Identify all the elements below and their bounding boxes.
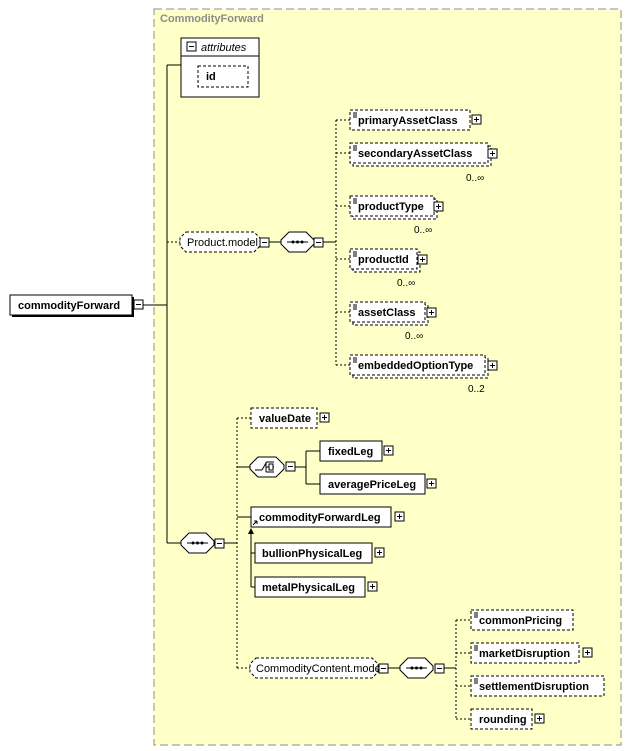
collapse-icon[interactable] [313, 237, 324, 248]
element-rounding[interactable]: rounding [470, 708, 545, 730]
element-product-type[interactable]: productType 0..∞ [349, 195, 444, 236]
element-label: secondaryAssetClass [358, 148, 472, 160]
element-metal-physical-leg[interactable]: metalPhysicalLeg [254, 576, 378, 598]
element-bullion-physical-leg[interactable]: bullionPhysicalLeg [254, 542, 385, 564]
expand-icon[interactable] [319, 412, 330, 423]
element-label: commonPricing [479, 615, 562, 627]
attributes-title: attributes [201, 42, 247, 54]
main-sequence-compositor[interactable] [180, 532, 225, 554]
expand-icon[interactable] [487, 148, 498, 159]
cardinality-label: 0..∞ [397, 278, 415, 289]
element-embedded-option-type[interactable]: embeddedOptionType 0..2 [349, 354, 498, 395]
collapse-icon[interactable] [378, 663, 389, 674]
collapse-icon[interactable] [214, 538, 225, 549]
element-market-disruption[interactable]: marketDisruption [470, 642, 593, 664]
cardinality-label: 0..∞ [466, 173, 484, 184]
element-commodity-forward-leg[interactable]: commodityForwardLeg [250, 506, 405, 528]
collapse-icon[interactable] [259, 237, 270, 248]
element-label: fixedLeg [328, 446, 373, 458]
element-label: bullionPhysicalLeg [262, 548, 362, 560]
collapse-icon[interactable] [434, 663, 445, 674]
expand-icon[interactable] [383, 445, 394, 456]
root-element[interactable]: commodityForward [9, 294, 144, 317]
attributes-box[interactable]: attributes id [180, 37, 260, 98]
expand-icon[interactable] [534, 713, 545, 724]
element-label: settlementDisruption [479, 681, 589, 693]
element-label: averagePriceLeg [328, 479, 416, 491]
element-label: productType [358, 201, 424, 213]
sequence-compositor[interactable] [280, 231, 324, 253]
expand-icon[interactable] [582, 647, 593, 658]
expand-icon[interactable] [426, 307, 437, 318]
sequence-compositor[interactable] [399, 657, 445, 679]
collapse-icon[interactable] [133, 299, 144, 310]
element-product-id[interactable]: productId 0..∞ [349, 248, 428, 289]
attribute-id[interactable] [197, 65, 249, 88]
element-average-price-leg[interactable]: averagePriceLeg [319, 473, 437, 495]
commodity-content-model-group[interactable]: CommodityContent.model [249, 657, 389, 679]
expand-icon[interactable] [394, 511, 405, 522]
element-value-date[interactable]: valueDate [250, 407, 330, 429]
expand-icon[interactable] [367, 581, 378, 592]
collapse-icon[interactable] [285, 461, 296, 472]
element-label: assetClass [358, 307, 416, 319]
attribute-id-label: id [206, 71, 216, 83]
product-model-label: Product.model [187, 237, 258, 249]
element-asset-class[interactable]: assetClass 0..∞ [349, 301, 437, 342]
product-model-group[interactable]: Product.model [179, 231, 270, 253]
expand-icon[interactable] [471, 114, 482, 125]
expand-icon[interactable] [426, 478, 437, 489]
element-label: marketDisruption [479, 648, 570, 660]
expand-icon[interactable] [417, 254, 428, 265]
commodity-content-model-label: CommodityContent.model [256, 663, 383, 675]
complex-type-title: CommodityForward [160, 13, 264, 25]
expand-icon[interactable] [487, 360, 498, 371]
element-primary-asset-class[interactable]: primaryAssetClass [349, 109, 482, 131]
element-common-pricing[interactable]: commonPricing [470, 609, 574, 631]
element-label: productId [358, 254, 409, 266]
element-label: embeddedOptionType [358, 360, 473, 372]
element-settlement-disruption[interactable]: settlementDisruption [470, 675, 605, 697]
element-label: primaryAssetClass [358, 115, 458, 127]
root-element-label: commodityForward [18, 300, 120, 312]
element-label: rounding [479, 714, 527, 726]
cardinality-label: 0..2 [468, 384, 485, 395]
collapse-icon[interactable] [186, 41, 197, 52]
element-label: valueDate [259, 413, 311, 425]
element-fixed-leg[interactable]: fixedLeg [319, 440, 394, 462]
cardinality-label: 0..∞ [414, 225, 432, 236]
expand-icon[interactable] [374, 547, 385, 558]
cardinality-label: 0..∞ [405, 331, 423, 342]
element-secondary-asset-class[interactable]: secondaryAssetClass 0..∞ [349, 142, 498, 184]
expand-icon[interactable] [433, 201, 444, 212]
element-label: metalPhysicalLeg [262, 582, 355, 594]
element-label: commodityForwardLeg [259, 512, 381, 524]
